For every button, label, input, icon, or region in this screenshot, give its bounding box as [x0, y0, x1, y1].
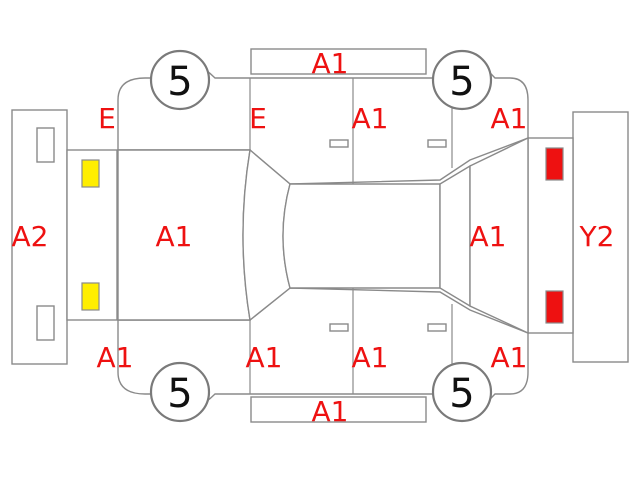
code-front-bumper: A2	[12, 220, 49, 253]
code-right-front-door: A1	[246, 341, 283, 374]
roof-rail-right	[250, 396, 427, 423]
code-hood: A1	[156, 220, 193, 253]
headlamp-lower	[81, 282, 100, 311]
code-left-front-fender: E	[98, 102, 116, 135]
code-rear-bumper: Y2	[579, 220, 615, 253]
code-right-rear-door: A1	[352, 341, 389, 374]
wheel-front-left-rating: 5	[167, 59, 192, 105]
roof	[282, 183, 441, 289]
taillamp-upper	[545, 147, 564, 181]
rear-window	[439, 164, 471, 308]
code-trunk: A1	[470, 220, 507, 253]
code-left-front-door: E	[249, 102, 267, 135]
wheel-front-left: 5	[149, 49, 211, 111]
code-roof-right-rail: A1	[312, 395, 349, 428]
code-roof-left-rail: A1	[312, 47, 349, 80]
roof-rail-left	[250, 48, 427, 75]
rear-panel	[527, 137, 574, 334]
wheel-rear-right-rating: 5	[449, 371, 474, 417]
wheel-front-right-rating: 5	[167, 371, 192, 417]
left-side-body	[117, 59, 529, 185]
code-left-quarter: A1	[491, 102, 528, 135]
right-side-body	[117, 287, 529, 413]
trunk-lid	[469, 136, 529, 335]
code-right-quarter: A1	[491, 341, 528, 374]
code-right-front-fender: A1	[97, 341, 134, 374]
front-panel	[66, 149, 118, 321]
wheel-rear-left-rating: 5	[449, 59, 474, 105]
headlamp-upper	[81, 159, 100, 188]
code-left-rear-door: A1	[352, 102, 389, 135]
rear-bumper	[572, 111, 629, 363]
wheel-rear-left: 5	[431, 49, 493, 111]
front-bumper	[11, 109, 68, 365]
taillamp-lower	[545, 290, 564, 324]
wheel-front-right: 5	[149, 361, 211, 423]
wheel-rear-right: 5	[431, 361, 493, 423]
